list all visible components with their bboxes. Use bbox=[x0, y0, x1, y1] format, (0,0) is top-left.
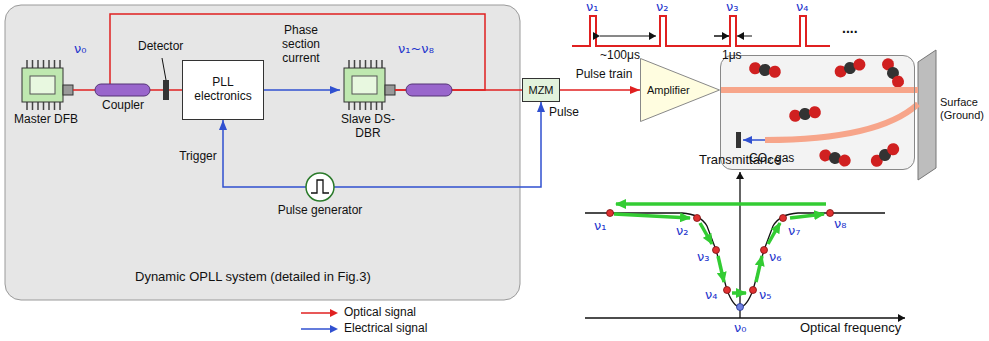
pulse-generator-symbol bbox=[306, 173, 334, 201]
component-box: Master DFB bbox=[18, 60, 73, 110]
node-label: Surface (Ground) bbox=[940, 96, 987, 121]
ground-surface bbox=[918, 50, 936, 180]
component-box: Amplifier bbox=[640, 58, 720, 122]
edge-label: Phase section current bbox=[264, 24, 338, 65]
legend-sample bbox=[300, 307, 340, 319]
node-label: MZM bbox=[528, 84, 553, 97]
sweep-arrows bbox=[614, 204, 826, 293]
component-box: Pulse generator bbox=[306, 173, 334, 201]
legend-sample bbox=[300, 323, 340, 335]
annotation-label: Detector bbox=[138, 40, 183, 54]
frequency-label: ν₃ bbox=[697, 250, 709, 265]
frequency-label: ν₀ bbox=[74, 42, 86, 57]
receiver-detector bbox=[736, 132, 741, 148]
node-label: Amplifier bbox=[647, 84, 690, 97]
frequency-label: ν₁ bbox=[594, 219, 606, 234]
coupler-fiber bbox=[95, 84, 150, 96]
signal-connector bbox=[720, 87, 918, 93]
component-box: Surface (Ground) bbox=[918, 50, 936, 180]
signal-connector bbox=[223, 120, 306, 187]
interval-arrow bbox=[600, 36, 656, 37]
signal-connector bbox=[110, 14, 485, 90]
width-arrow bbox=[714, 36, 729, 37]
frequency-label: ν₁~ν₈ bbox=[398, 42, 434, 57]
output-fiber bbox=[406, 84, 452, 96]
annotation-label: Optical frequency bbox=[800, 321, 901, 336]
return-signal bbox=[743, 139, 765, 141]
node-label: Coupler bbox=[90, 99, 156, 113]
edge-label: Pulse train bbox=[572, 68, 636, 82]
node-label: Pulse generator bbox=[265, 204, 375, 218]
transmittance-axis bbox=[739, 172, 740, 318]
legend-line bbox=[301, 328, 332, 330]
signal-connector bbox=[73, 89, 95, 91]
annotation-label: Transmittance bbox=[699, 153, 781, 168]
component-box: MZM bbox=[522, 78, 560, 102]
frequency-label: ν₇ bbox=[788, 224, 800, 239]
component-box: PLL electronics bbox=[182, 60, 264, 120]
node-label: Dynamic OPLL system (detailed in Fig.3) bbox=[135, 270, 435, 285]
legend-arrowhead bbox=[330, 309, 338, 317]
legend-item: Optical signal bbox=[300, 306, 416, 320]
frequency-label: ν₃ bbox=[726, 0, 738, 15]
legend-item: Electrical signal bbox=[300, 322, 427, 336]
laser-nose bbox=[63, 85, 73, 95]
annotation-label: .... bbox=[842, 20, 858, 36]
frequency-label: ν₈ bbox=[834, 217, 846, 232]
node-label: Slave DS-DBR bbox=[332, 113, 404, 141]
legend-text: Electrical signal bbox=[344, 322, 427, 336]
annotation-label: ~100μs bbox=[600, 49, 640, 63]
laser-body bbox=[22, 68, 63, 102]
edge-label: Pulse bbox=[547, 106, 581, 120]
frequency-label: ν₄ bbox=[796, 0, 808, 15]
amplifier-outline bbox=[641, 59, 720, 122]
legend-text: Optical signal bbox=[344, 306, 416, 320]
node-label: PLL electronics bbox=[183, 76, 263, 104]
transmittance-curve bbox=[585, 213, 885, 307]
frequency-label: ν₀ bbox=[734, 321, 746, 336]
signal-connector bbox=[560, 89, 640, 91]
laser-chip bbox=[30, 76, 55, 94]
frequency-label: ν₂ bbox=[676, 224, 688, 239]
component-box: Slave DS-DBR bbox=[340, 60, 395, 110]
signal-connector bbox=[264, 89, 340, 91]
frequency-label: ν₆ bbox=[769, 250, 781, 265]
component-box: Coupler bbox=[95, 84, 150, 96]
width-arrow bbox=[714, 36, 752, 37]
frequency-axis bbox=[585, 317, 905, 318]
pulse-train bbox=[572, 16, 830, 46]
frequency-label: ν₁ bbox=[586, 0, 598, 15]
frequency-label: ν₂ bbox=[656, 0, 668, 15]
laser-chip bbox=[352, 76, 377, 94]
edge-label: Trigger bbox=[178, 150, 218, 164]
opll-panel bbox=[5, 5, 520, 300]
pulse-symbol bbox=[311, 180, 329, 193]
annotation-label: 1μs bbox=[722, 49, 742, 63]
frequency-label: ν₄ bbox=[705, 288, 717, 303]
return-beam bbox=[765, 104, 918, 140]
legend-line bbox=[301, 312, 332, 314]
detector-leader bbox=[162, 58, 166, 80]
legend-arrowhead bbox=[330, 325, 338, 333]
laser-nose bbox=[385, 85, 395, 95]
frequency-label: ν₅ bbox=[759, 288, 771, 303]
laser-body bbox=[344, 68, 385, 102]
frequency-points bbox=[607, 210, 834, 311]
node-label: Master DFB bbox=[14, 113, 78, 127]
photodetector bbox=[163, 80, 169, 100]
